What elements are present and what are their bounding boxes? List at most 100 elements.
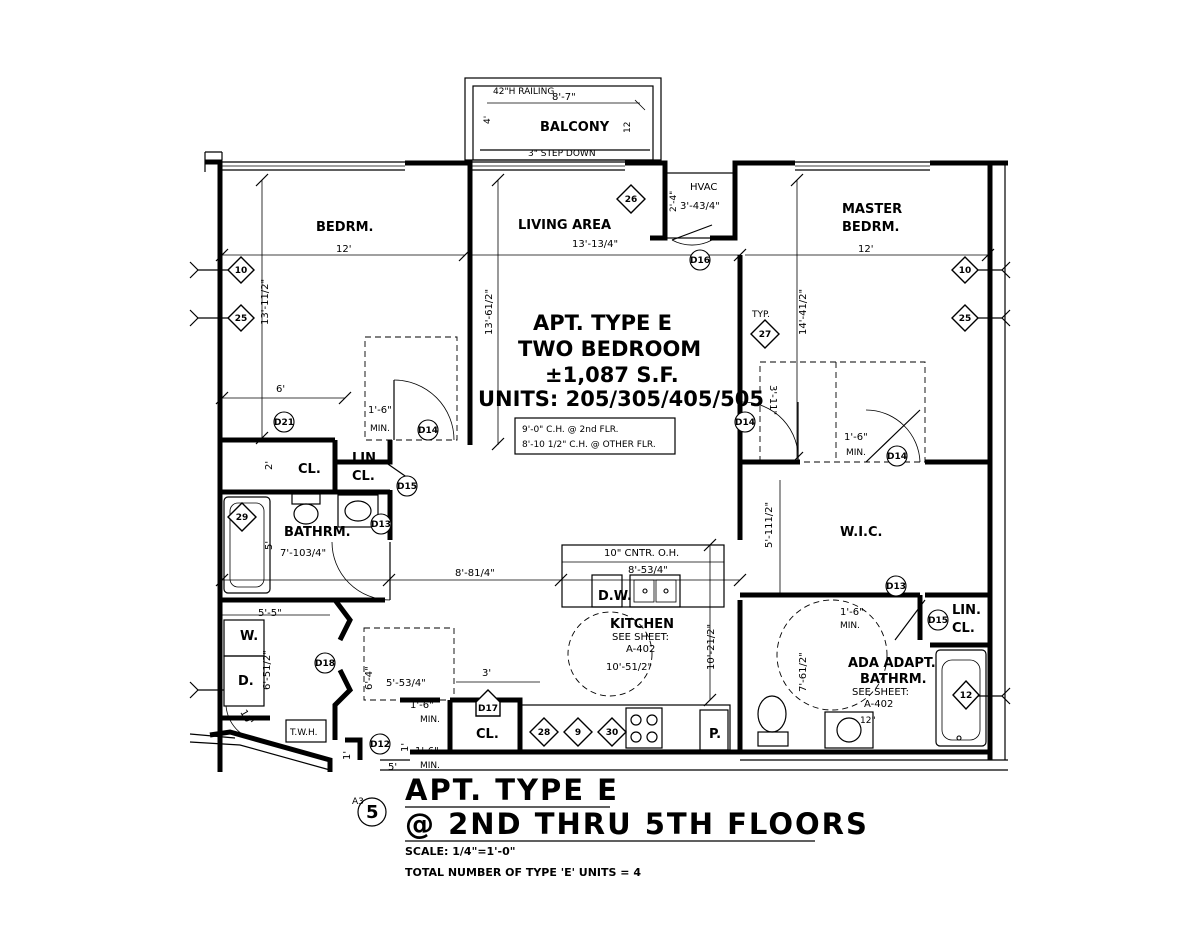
kitchen-upper-dim: 8'-53/4" <box>628 565 668 576</box>
bath-width: 7'-103/4" <box>280 548 326 559</box>
svg-text:D13: D13 <box>371 520 391 530</box>
tag-10-left: 10 <box>227 256 255 284</box>
ada-bath-label-2: BATHRM. <box>860 672 927 687</box>
hall-dim: 8'-81/4" <box>455 568 495 579</box>
svg-text:D15: D15 <box>928 616 948 626</box>
svg-text:10: 10 <box>235 266 248 276</box>
drawing-scale: SCALE: 1/4"=1'-0" <box>405 845 516 858</box>
balcony-width: 8'-7" <box>552 92 576 103</box>
room-labels: BEDRM. 12' 13'-11/2" LIVING AREA 13'-13/… <box>237 202 981 773</box>
unit-numbers: UNITS: 205/305/405/505 <box>478 387 764 411</box>
tag-25-left: 25 <box>227 304 255 332</box>
master-width: 12' <box>858 244 873 255</box>
closet-label: CL. <box>298 462 321 477</box>
door-tag-d21: D21 <box>273 411 295 433</box>
hvac-label: HVAC <box>690 182 717 193</box>
ada-depth: 7'-61/2" <box>798 652 809 692</box>
laundry-depth: 6'-51/2" <box>262 650 273 690</box>
door-tag-d17: D17 <box>475 689 501 717</box>
bedroom-depth: 13'-11/2" <box>260 279 271 325</box>
ceiling-height-2nd: 9'-0" C.H. @ 2nd FLR. <box>522 425 619 435</box>
balcony: 42"H RAILING 8'-7" BALCONY 4' 12 3" STEP… <box>464 77 662 161</box>
unit-bedrooms: TWO BEDROOM <box>518 337 701 361</box>
svg-text:D21: D21 <box>274 418 294 428</box>
unit-area: ±1,087 S.F. <box>545 363 679 387</box>
laundry-width: 5'-5" <box>258 608 282 619</box>
ada-sheet-ref: A-402 <box>864 699 893 710</box>
svg-text:D18: D18 <box>315 659 335 669</box>
living-width: 13'-13/4" <box>572 239 618 250</box>
linen-label-2: CL. <box>352 469 375 484</box>
tag-12: 12 <box>952 679 980 711</box>
svg-text:D14: D14 <box>887 452 907 462</box>
ceiling-height-other: 8'-10 1/2" C.H. @ OTHER FLR. <box>522 440 656 450</box>
dryer-label: D. <box>238 674 254 689</box>
kitchen-see-sheet: SEE SHEET: <box>612 632 669 643</box>
min-dim-b: 1'-6" <box>415 746 439 757</box>
ada-min-dim: 1'-6" <box>840 607 864 618</box>
wic-min-dim: 1'-6" <box>844 432 868 443</box>
svg-text:D14: D14 <box>735 418 755 428</box>
ada-bath-label-1: ADA ADAPT. <box>848 656 936 671</box>
kitchen-label: KITCHEN <box>610 617 674 632</box>
ada-see-sheet: SEE SHEET: <box>852 687 909 698</box>
sheet-reference: A3 <box>352 797 364 807</box>
master-label-2: BEDRM. <box>842 220 899 235</box>
door-tag-d16: D16 <box>689 249 711 271</box>
svg-text:25: 25 <box>235 314 248 324</box>
bath-label: BATHRM. <box>284 525 351 540</box>
drawing-number: 5 <box>366 802 379 823</box>
three-eleven-dim: 3'-11" <box>767 385 778 415</box>
unit-summary: APT. TYPE E TWO BEDROOM ±1,087 S.F. UNIT… <box>478 311 764 455</box>
bedroom-label: BEDRM. <box>316 220 373 235</box>
min-label-left: MIN. <box>370 424 390 434</box>
wic-depth: 5'-111/2" <box>764 502 775 548</box>
title-block: 5 A3 APT. TYPE E @ 2ND THRU 5TH FLOORS S… <box>352 773 869 879</box>
linen-label-1: LIN. <box>352 451 381 466</box>
interior-walls <box>220 160 990 760</box>
door-tag-d12: D12 <box>369 733 391 755</box>
dimension-lines <box>215 173 995 707</box>
balcony-depth: 4' <box>483 116 493 124</box>
washer-label: W. <box>240 629 258 644</box>
tag-30: 30 <box>597 717 627 747</box>
door-tag-d18: D18 <box>314 652 336 674</box>
door-tag-d14-left: D14 <box>417 419 439 441</box>
ada-12-dim: 12" <box>860 716 876 726</box>
tag-25-right: 25 <box>951 304 979 332</box>
door-tag-d14-right: D14 <box>886 445 908 467</box>
svg-text:D16: D16 <box>690 256 710 266</box>
one-dim-a: 1' <box>342 751 353 760</box>
svg-text:25: 25 <box>959 314 972 324</box>
svg-text:D15: D15 <box>397 482 417 492</box>
svg-text:D14: D14 <box>418 426 438 436</box>
laundry-diag: 10' <box>237 708 254 727</box>
svg-text:30: 30 <box>606 728 619 738</box>
three-dim: 3' <box>482 668 491 679</box>
svg-text:D17: D17 <box>478 704 498 714</box>
svg-text:27: 27 <box>759 330 772 340</box>
living-depth: 13'-61/2" <box>484 289 495 335</box>
door-tags: D21 D14 D14 D14 D15 D15 D16 D13 <box>273 249 949 755</box>
five-dim: 5' <box>388 762 397 773</box>
master-label-1: MASTER <box>842 202 902 217</box>
mid-width: 5'-53/4" <box>386 678 426 689</box>
svg-text:12: 12 <box>960 691 973 701</box>
kitchen-circle-dim: 10'-51/2" <box>606 662 652 673</box>
door-swings <box>225 379 926 743</box>
drawing-title-2: @ 2ND THRU 5TH FLOORS <box>405 807 869 841</box>
step-down-note: 3" STEP DOWN <box>528 149 596 159</box>
tag-9: 9 <box>563 717 593 747</box>
door-tag-d13-right: D13 <box>885 575 907 597</box>
svg-text:D13: D13 <box>886 582 906 592</box>
clearance-zones <box>363 336 926 701</box>
svg-text:D12: D12 <box>370 740 390 750</box>
hvac-dim: 3'-43/4" <box>680 201 720 212</box>
svg-text:29: 29 <box>236 513 249 523</box>
water-heater-label: T.W.H. <box>289 728 318 738</box>
master-depth: 14'-41/2" <box>798 289 809 335</box>
balcony-label: BALCONY <box>540 120 610 135</box>
wic-min-label: MIN. <box>846 448 866 458</box>
tag-29: 29 <box>227 502 257 532</box>
lower-closet-label: CL. <box>476 727 499 742</box>
